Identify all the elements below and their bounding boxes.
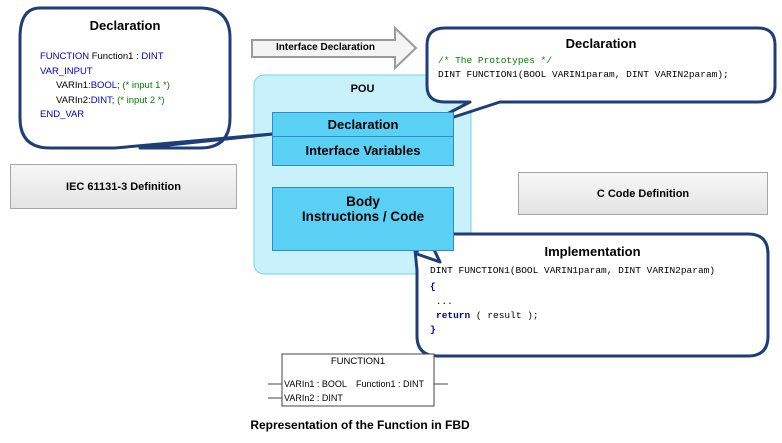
left-bubble-shape [18, 6, 285, 150]
fbd-input2: VARIn2 : DINT [284, 393, 343, 403]
prototype-comment: /* The Prototypes */ [438, 55, 553, 66]
var1-comment: (* input 1 *) [119, 80, 170, 91]
iec-definition-box: IEC 61131-3 Definition [10, 164, 237, 209]
pou-declaration-block: Declaration [272, 112, 454, 138]
return-expression: ( result ); [470, 310, 539, 321]
impl-line5: } [430, 324, 436, 335]
pou-declaration-label: Declaration [327, 117, 399, 132]
return-keyword: return [436, 310, 471, 321]
return-type: DINT [141, 51, 164, 62]
interface-arrow [251, 25, 418, 71]
keyword: FUNCTION [40, 51, 90, 62]
pou-body-line2: Instructions / Code [301, 209, 425, 224]
iec-definition-label: IEC 61131-3 Definition [66, 180, 181, 193]
pou-title: POU [350, 83, 375, 95]
impl-line3: ... [430, 296, 453, 307]
impl-line4: return ( result ); [436, 309, 539, 323]
c-definition-box: C Code Definition [518, 172, 768, 215]
iec-declaration-code: FUNCTION Function1 : DINT VAR_INPUT VARI… [40, 50, 170, 123]
var-input-keyword: VAR_INPUT [40, 65, 93, 77]
var2-comment: (* input 2 *) [114, 94, 165, 106]
var2-type: DINT; [90, 94, 115, 106]
var2-name: VARIn2: [56, 94, 91, 106]
fbd-caption: Representation of the Function in FBD [250, 418, 470, 432]
fbd-block-name: FUNCTION1 [330, 356, 386, 367]
end-var-keyword: END_VAR [40, 109, 85, 120]
c-definition-label: C Code Definition [596, 187, 690, 200]
var1-name: VARIn1: [56, 80, 91, 91]
fbd-block [281, 353, 435, 407]
pou-interface-block: Interface Variables [272, 136, 454, 166]
impl-line2: { [430, 281, 436, 292]
var1-type: BOOL; [90, 80, 120, 91]
impl-bubble-title: Implementation [544, 244, 641, 259]
left-bubble-title: Declaration [89, 18, 161, 33]
impl-line1: DINT FUNCTION1(BOOL VARIN1param, DINT VA… [430, 265, 716, 276]
right-bubble-title: Declaration [565, 36, 637, 51]
pou-body-block: Body Instructions / Code [272, 187, 454, 251]
prototype-code: DINT FUNCTION1(BOOL VARIN1param, DINT VA… [438, 69, 729, 80]
interface-arrow-label: Interface Declaration [276, 42, 375, 53]
pou-body-line1: Body [346, 194, 380, 209]
function-name: Function1 : [89, 51, 142, 62]
fbd-input1: VARIn1 : BOOL [284, 379, 347, 389]
fbd-output: Function1 : DINT [356, 379, 425, 389]
right-bubble-shape [418, 26, 777, 130]
pou-interface-label: Interface Variables [305, 143, 421, 158]
